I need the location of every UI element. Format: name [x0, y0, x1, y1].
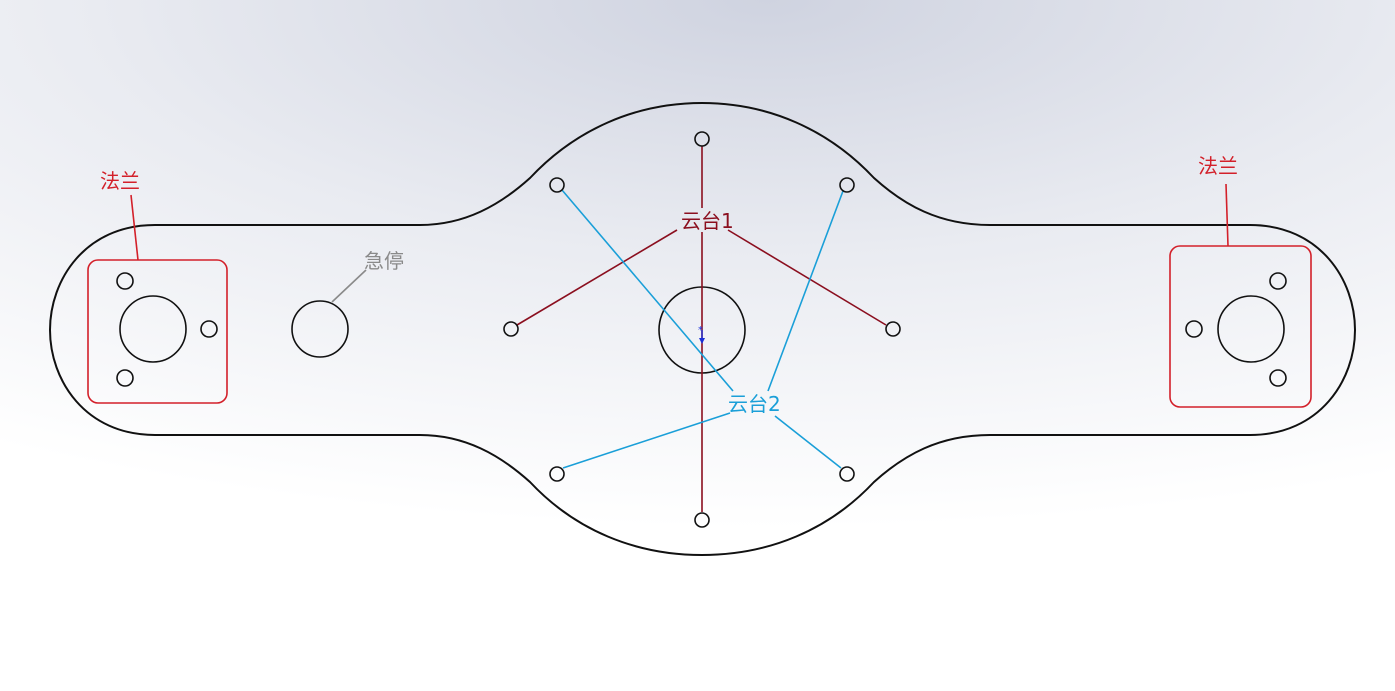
estop-label: 急停	[364, 249, 404, 273]
gimbal1-label: 云台1	[681, 209, 734, 233]
gimbal-hole-left[interactable]	[503, 321, 519, 337]
right-flange-callout-box	[1169, 245, 1312, 408]
right-flange-label: 法兰	[1198, 154, 1238, 178]
gimbal2-leader-lower-left	[562, 412, 731, 469]
gimbal-mounting-holes	[503, 131, 901, 528]
gimbal2-leader-upper-right	[767, 190, 844, 392]
left-flange-callout-box	[87, 259, 228, 404]
gimbal2-leader-upper-left	[561, 189, 734, 392]
right-flange-bolt-hole-bottom[interactable]	[1269, 369, 1287, 387]
gimbal-hole-upper-right[interactable]	[839, 177, 855, 193]
right-flange-callout: 法兰	[1169, 154, 1312, 408]
left-flange	[116, 272, 218, 387]
gimbal2-label: 云台2	[728, 392, 781, 416]
gimbal-hole-lower-left[interactable]	[549, 466, 565, 482]
origin-marker-icon: *	[698, 325, 705, 344]
gimbal2-leader-lines	[561, 189, 844, 469]
svg-text:*: *	[698, 325, 703, 336]
right-flange-center-hole[interactable]	[1217, 295, 1285, 363]
gimbal1-leader-right	[727, 229, 887, 326]
left-flange-bolt-hole-right[interactable]	[200, 320, 218, 338]
gimbal-hole-top[interactable]	[694, 131, 710, 147]
left-flange-center-hole[interactable]	[119, 295, 187, 363]
right-flange-bolt-hole-left[interactable]	[1185, 320, 1203, 338]
left-flange-callout-leader	[130, 194, 139, 261]
right-flange-callout-leader	[1225, 183, 1229, 247]
plate-outline[interactable]	[48, 101, 1357, 557]
gimbal2-leader-lower-right	[774, 415, 842, 469]
gimbal-hole-upper-left[interactable]	[549, 177, 565, 193]
gimbal1-leader-left	[516, 229, 678, 326]
left-flange-bolt-hole-top[interactable]	[116, 272, 134, 290]
estop-callout-leader	[331, 269, 367, 303]
estop-callout: 急停	[331, 249, 404, 303]
gimbal-hole-right[interactable]	[885, 321, 901, 337]
right-flange-bolt-hole-top[interactable]	[1269, 272, 1287, 290]
right-flange	[1185, 272, 1287, 387]
left-flange-bolt-hole-bottom[interactable]	[116, 369, 134, 387]
left-flange-callout: 法兰	[87, 169, 228, 404]
gimbal-hole-bottom[interactable]	[694, 512, 710, 528]
left-flange-label: 法兰	[100, 169, 140, 193]
gimbal1-leader-lines	[516, 146, 887, 512]
estop-hole[interactable]	[291, 300, 349, 358]
gimbal-hole-lower-right[interactable]	[839, 466, 855, 482]
